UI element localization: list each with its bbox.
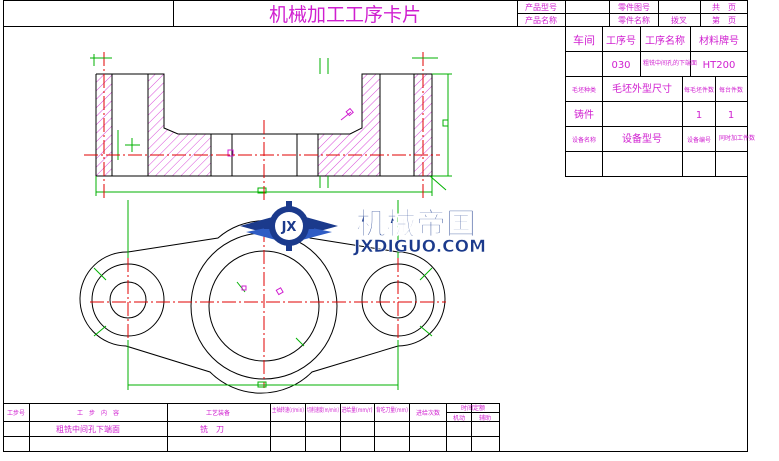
plan-view-centerlines [90, 228, 446, 388]
workshop-label: 车间 [573, 33, 595, 47]
process-no-label: 工序号 [606, 34, 636, 47]
total-pages-label: 共 页 [712, 3, 736, 12]
col-time-hours: 时间定额 [461, 404, 485, 412]
watermark-cn: 机械帝国 [356, 207, 476, 242]
equipment-model-label: 设备型号 [622, 132, 662, 145]
info-table-grid [565, 26, 748, 177]
process-name-value: 粗铣中间孔的下端面 [643, 59, 697, 67]
step-row-1-content: 粗铣中间孔下端面 [56, 424, 120, 434]
plan-view-dimensions [93, 200, 433, 390]
part-name-label: 零件名称 [618, 15, 650, 25]
blank-count-value: 1 [696, 110, 702, 121]
watermark-logo: JX [240, 201, 338, 251]
unit-count-value: 1 [728, 110, 734, 121]
process-name-label: 工序名称 [645, 34, 685, 47]
material-value: HT200 [703, 60, 736, 71]
col-cutting-speed: 切削速度(m/min) [307, 406, 339, 414]
col-equipment: 工艺装备 [206, 409, 230, 417]
col-depth: 背吃刀量(mm) [376, 406, 408, 414]
process-no-value: 030 [611, 60, 630, 71]
product-model-label: 产品型号 [525, 2, 557, 12]
card-title: 机械加工工序卡片 [269, 4, 421, 26]
unit-count-label: 每台件数 [719, 86, 743, 94]
material-label: 材料牌号 [699, 34, 739, 47]
col-time-machine: 机动 [453, 414, 465, 422]
equipment-name-label: 设备名称 [572, 136, 596, 144]
blank-type-label: 毛坯种类 [572, 86, 596, 94]
blank-type-value: 铸件 [574, 108, 594, 121]
part-drawing-label: 零件图号 [618, 2, 650, 12]
part-name-value: 拨叉 [671, 15, 687, 25]
equipment-no-label: 设备编号 [687, 136, 711, 144]
col-feed: 进给量(mm/r) [342, 406, 373, 414]
col-spindle-speed: 主轴转速(r/min) [272, 406, 304, 414]
col-passes: 进给次数 [416, 409, 440, 417]
watermark-en: JXDIGUO.COM [353, 237, 486, 257]
blank-count-label: 每毛坯件数 [684, 86, 714, 94]
watermark-badge: JX [281, 220, 297, 235]
steps-table-grid [3, 403, 500, 452]
step-row-1-equipment: 铣 刀 [200, 424, 224, 434]
blank-size-label: 毛坯外型尺寸 [612, 82, 672, 95]
front-section-view [84, 52, 452, 200]
col-step-content: 工 步 内 容 [77, 409, 119, 417]
concurrent-label: 同时加工件数 [719, 134, 755, 142]
page-label: 第 页 [712, 15, 736, 25]
product-name-label: 产品名称 [525, 15, 557, 25]
col-time-aux: 辅助 [479, 414, 491, 422]
col-step-no: 工步号 [7, 409, 25, 417]
